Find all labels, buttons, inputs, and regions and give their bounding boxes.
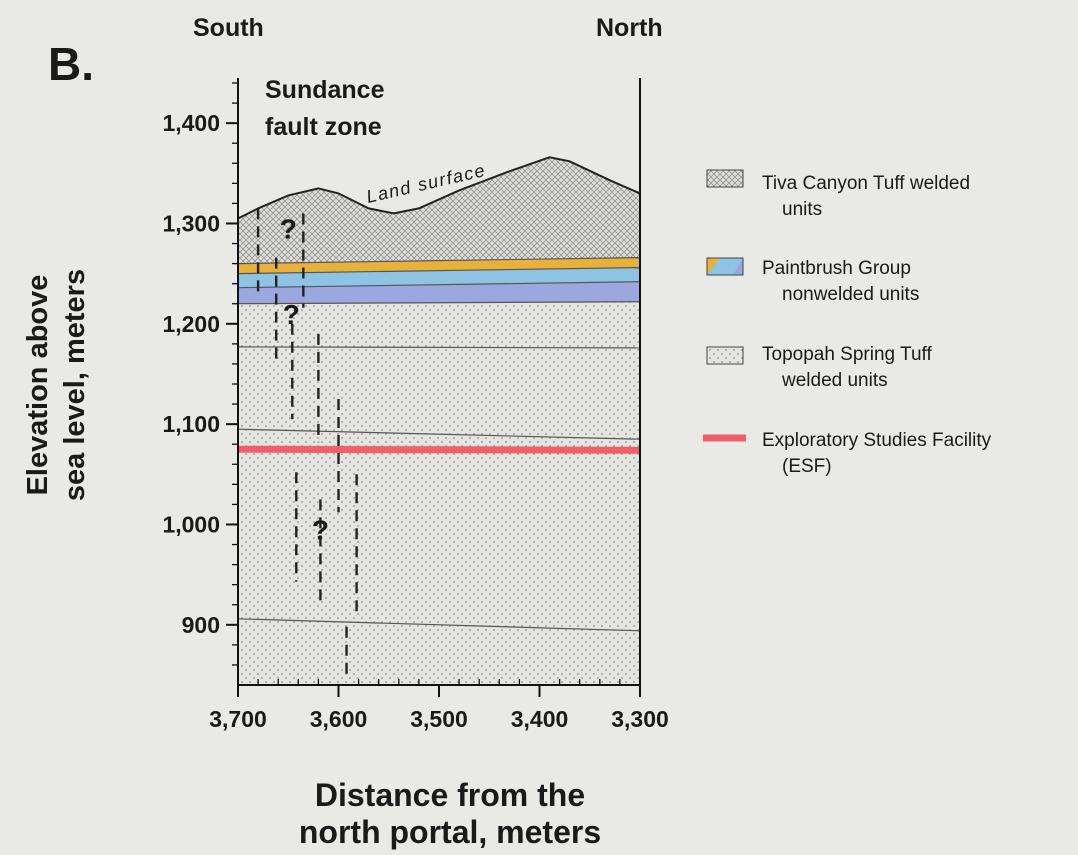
- y-tick-label-1000: 1,000: [162, 511, 220, 537]
- contact-line-2: [238, 428, 640, 440]
- direction-north-label: North: [596, 14, 663, 42]
- orange-base-line: [238, 267, 640, 275]
- contact-line-3: [238, 618, 640, 632]
- legend-swatch-tiva: [706, 169, 744, 188]
- fault-zone-label-line2: fault zone: [265, 113, 382, 141]
- esf-tunnel-line: [238, 445, 640, 454]
- geologic-layers: ???: [238, 156, 640, 685]
- paintbrush-orange-band: [238, 257, 640, 274]
- tiva-canyon-layer: [238, 157, 640, 264]
- axis-ticks: 900 1,000 1,100 1,200 1,300 1,400 3,700 3,600 3,…: [162, 82, 669, 732]
- y-axis-title-line2: sea level, meters: [59, 269, 91, 501]
- y-tick-label-1400: 1,400: [162, 110, 220, 136]
- legend-tiva-line1: Tiva Canyon Tuff welded: [762, 173, 970, 194]
- panel-label: B.: [48, 38, 94, 90]
- contact-line-1: [238, 346, 640, 349]
- legend-topopah-line2: welded units: [781, 370, 888, 391]
- question-mark-2: ?: [283, 299, 300, 330]
- land-surface-line: [238, 156, 640, 220]
- y-tick-label-1100: 1,100: [162, 411, 220, 437]
- x-axis-title-line2: north portal, meters: [299, 814, 601, 850]
- legend-esf-line2: (ESF): [782, 456, 832, 477]
- legend-tiva-line2: units: [782, 199, 822, 220]
- x-tick-label-3500: 3,500: [410, 706, 468, 732]
- x-tick-label-3300: 3,300: [611, 706, 669, 732]
- x-tick-label-3600: 3,600: [310, 706, 368, 732]
- tiva-base-line: [238, 257, 640, 265]
- question-marks: ???: [280, 214, 329, 546]
- legend-topopah-line1: Topopah Spring Tuff: [762, 344, 932, 365]
- lightblue-base-line: [238, 281, 640, 289]
- legend-paintbrush-line1: Paintbrush Group: [762, 258, 911, 279]
- y-tick-label-900: 900: [182, 612, 220, 638]
- legend-swatch-topopah: [706, 346, 744, 365]
- legend-swatch-paintbrush: [706, 257, 744, 276]
- x-tick-label-3700: 3,700: [209, 706, 267, 732]
- y-tick-label-1200: 1,200: [162, 311, 220, 337]
- question-mark-3: ?: [312, 515, 329, 546]
- x-axis-title-line1: Distance from the: [315, 777, 585, 813]
- direction-south-label: South: [193, 14, 264, 42]
- paintbrush-base-line: [238, 301, 640, 305]
- fault-zone-label-line1: Sundance: [265, 76, 385, 104]
- unit-contacts: [238, 257, 640, 632]
- y-tick-label-1300: 1,300: [162, 210, 220, 236]
- paintbrush-blue-band: [238, 281, 640, 304]
- topopah-spring-layer: [238, 301, 640, 685]
- question-mark-1: ?: [280, 214, 297, 245]
- legend-esf-line1: Exploratory Studies Facility: [762, 430, 992, 451]
- fault-lines: [256, 208, 358, 675]
- x-tick-label-3400: 3,400: [511, 706, 569, 732]
- legend: Tiva Canyon Tuff welded units Paintbrush…: [703, 169, 992, 477]
- y-axis-title-line1: Elevation above: [22, 275, 54, 496]
- legend-paintbrush-line2: nonwelded units: [782, 284, 919, 305]
